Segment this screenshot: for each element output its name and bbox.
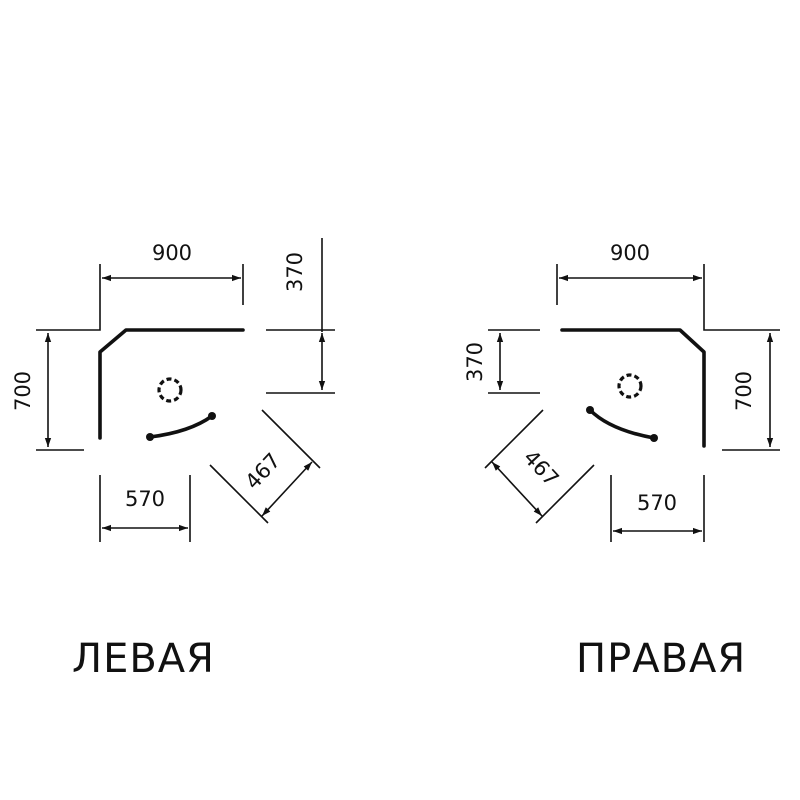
right-dim-line-467 <box>491 461 543 517</box>
left-enclosure-frame <box>98 328 245 440</box>
left-label-467: 467 <box>240 448 285 494</box>
left-label-570: 570 <box>125 487 165 511</box>
right-label-467: 467 <box>519 445 564 491</box>
right-seat-icon <box>586 406 658 442</box>
right-label-570: 570 <box>637 491 677 515</box>
left-label-700: 700 <box>11 371 35 411</box>
right-drain-icon <box>617 373 643 399</box>
left-label-370: 370 <box>283 252 307 292</box>
right-label-370: 370 <box>463 342 487 382</box>
left-caption: ЛЕВАЯ <box>72 636 215 682</box>
left-outline <box>36 238 335 542</box>
right-variant-diagram: 900 370 700 570 467 ПРАВАЯ <box>463 241 780 682</box>
left-seat-icon <box>146 412 216 441</box>
right-label-700: 700 <box>732 371 756 411</box>
right-enclosure-frame <box>560 328 706 448</box>
left-drain-icon <box>157 377 183 403</box>
right-label-900: 900 <box>610 241 650 265</box>
right-caption: ПРАВАЯ <box>576 636 746 682</box>
left-dim-line-467 <box>261 461 313 517</box>
right-outline <box>484 264 780 542</box>
left-variant-diagram: 900 370 700 570 467 ЛЕВАЯ <box>11 238 335 682</box>
left-label-900: 900 <box>152 241 192 265</box>
